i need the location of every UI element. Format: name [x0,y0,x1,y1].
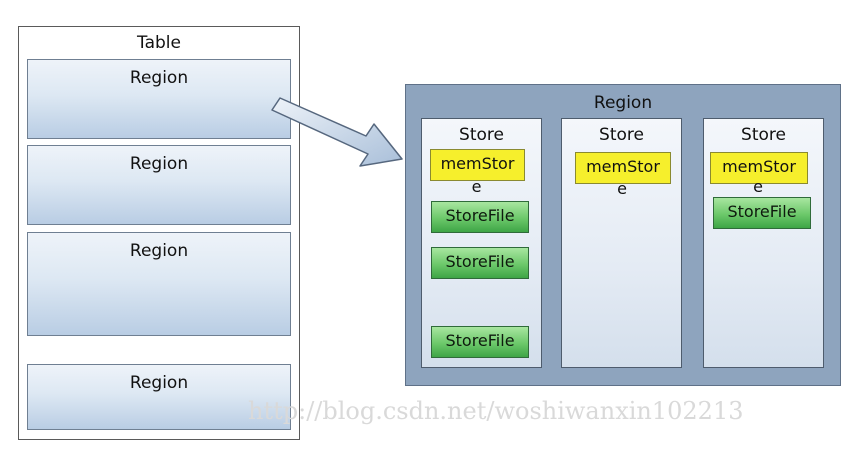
memstore-label-wrap: e [471,177,482,196]
store-title: Store [741,125,786,145]
memstore-label-wrap: e [753,177,763,196]
storefile-box: StoreFile [431,247,529,279]
store-3: Store memStor e StoreFile [703,118,824,368]
region-label: Region [129,373,189,393]
memstore-label: memStor [722,157,796,176]
store-title: Store [599,125,644,145]
region-label: Region [129,68,189,88]
storefile-box: StoreFile [431,326,529,358]
store-title: Store [459,125,504,145]
table-region-1: Region [27,59,291,139]
memstore-label: memStor [440,154,515,173]
memstore-box: memStor [710,152,808,184]
table-region-3: Region [27,232,291,336]
store-2: Store memStor e [561,118,682,368]
memstore-box: memStor [575,152,671,184]
table-box: Table Region Region Region …… Region [18,26,300,440]
table-region-4: Region [27,364,291,430]
table-region-2: Region [27,145,291,225]
arrow-icon [271,97,403,167]
watermark: http://blog.csdn.net/woshiwanxin102213 [248,397,744,425]
region-detail-panel: Region Store memStor e StoreFile StoreFi… [405,84,841,386]
storefile-box: StoreFile [431,201,529,233]
memstore-box: memStor [430,149,525,181]
region-detail-title: Region [593,93,653,113]
table-title: Table [137,33,181,53]
storefile-box: StoreFile [713,197,811,229]
memstore-label-wrap: e [617,179,627,198]
region-label: Region [129,154,189,174]
memstore-label: memStor [586,157,660,176]
region-label: Region [129,241,189,261]
store-1: Store memStor e StoreFile StoreFile Stor… [421,118,542,368]
